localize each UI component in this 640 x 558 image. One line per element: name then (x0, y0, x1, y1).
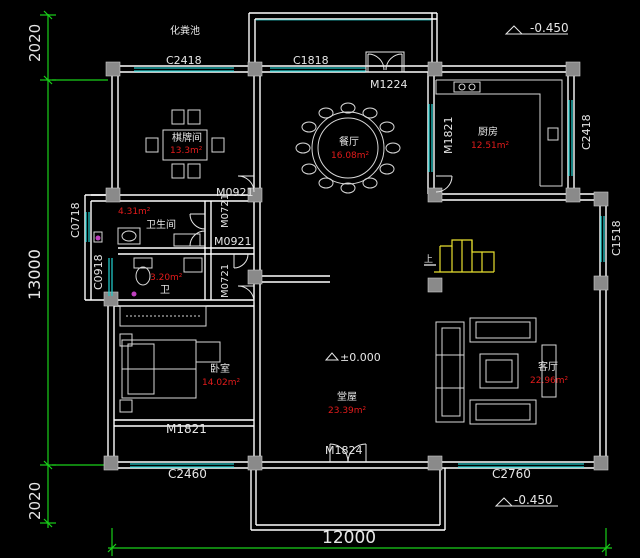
window-c1518-label: C1518 (610, 220, 623, 256)
dim-bottom-depth: 2020 (26, 482, 44, 520)
window-c2418-top-label: C2418 (166, 54, 202, 67)
septic-tank-label: 化粪池 (170, 24, 200, 37)
room-dining-name: 餐厅 (339, 135, 359, 148)
room-bedroom-area: 14.02m² (202, 378, 241, 388)
door-m0921-b-label: M0921 (214, 235, 252, 248)
columns (103, 61, 609, 471)
room-kitchen-area: 12.51m² (471, 141, 510, 151)
bath-marks (95, 235, 137, 297)
room-tea-name: 棋牌间 (172, 131, 202, 144)
dim-top-depth: 2020 (26, 24, 44, 62)
window-c1818-label: C1818 (293, 54, 329, 67)
room-living-area: 22.96m² (530, 376, 569, 386)
walls (84, 12, 607, 531)
level-bottom-label: -0.450 (514, 493, 553, 507)
level-center-label: ±0.000 (340, 351, 381, 364)
dimension-lines (40, 10, 612, 556)
room-living-name: 客厅 (538, 360, 558, 373)
windows (85, 19, 605, 468)
room-bath-a-name: 卫生间 (146, 218, 176, 231)
furniture (93, 79, 563, 425)
window-c2760-label: C2760 (492, 467, 531, 481)
room-hall-name: 堂屋 (337, 391, 357, 403)
window-c2460-label: C2460 (168, 467, 207, 481)
room-bedroom-name: 卧室 (210, 362, 230, 375)
door-m1824-label: M1824 (325, 444, 363, 457)
door-m0721-b-label: M0721 (220, 264, 231, 298)
window-c0918-label: C0918 (92, 254, 105, 290)
room-bath-a-area: 4.31m² (118, 207, 151, 217)
stairs-up-label: 上 (424, 254, 433, 265)
room-bath-b-name: 卫 (160, 285, 170, 296)
level-markers (324, 25, 568, 507)
door-m1821-label: M1821 (166, 422, 207, 436)
room-hall-area: 23.39m² (328, 406, 367, 416)
stairs (424, 239, 495, 273)
dim-main-depth: 13000 (25, 249, 44, 300)
window-c2418-right-label: C2418 (580, 114, 593, 150)
room-tea-area: 13.3m² (170, 146, 203, 156)
doors (189, 51, 453, 463)
room-kitchen-name: 厨房 (478, 125, 498, 138)
room-bath-b-area: 3.20m² (150, 273, 183, 283)
dining-chairs (295, 102, 401, 194)
room-dining-area: 16.08m² (331, 151, 370, 161)
window-c0718-label: C0718 (69, 202, 82, 238)
dim-total-width: 12000 (322, 528, 376, 548)
door-m0921-a-label: M0921 (216, 186, 254, 199)
door-m1224-label: M1224 (370, 78, 408, 91)
level-top-label: -0.450 (530, 21, 569, 35)
window-m1821-kitchen-label: M1821 (442, 117, 455, 155)
door-m0721-a-label: M0721 (220, 194, 231, 228)
